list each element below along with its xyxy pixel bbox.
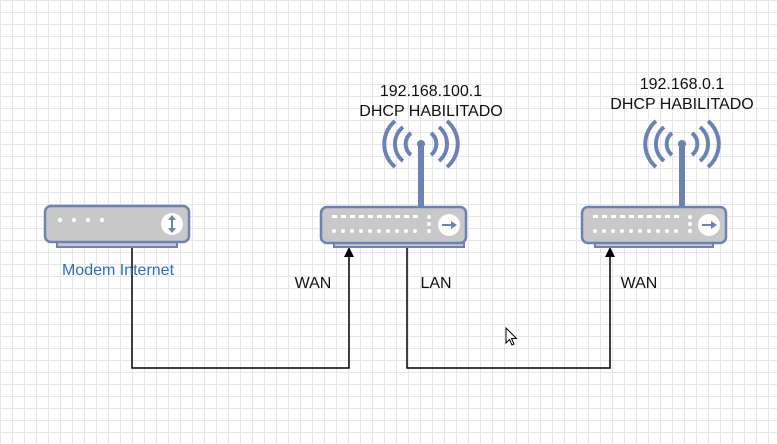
wireless-router-icon-2[interactable] — [580, 119, 728, 248]
mouse-cursor-icon — [505, 327, 518, 346]
router1-wan-port-label: WAN — [294, 275, 332, 292]
connector-modem-router1[interactable] — [131, 246, 354, 369]
router1-ip-label: 192.168.100.1 — [379, 83, 483, 100]
router2-wan-port-label: WAN — [620, 275, 658, 292]
router1-lan-port-label: LAN — [420, 275, 452, 292]
router1-dhcp-label: DHCP HABILITADO — [359, 103, 503, 120]
router2-ip-label: 192.168.0.1 — [639, 76, 725, 93]
wireless-router-icon-1[interactable] — [319, 119, 468, 248]
modem-label: Modem Internet — [61, 262, 175, 279]
router2-dhcp-label: DHCP HABILITADO — [610, 96, 754, 113]
modem-icon[interactable] — [43, 204, 191, 248]
connector-router1-router2[interactable] — [406, 246, 615, 369]
